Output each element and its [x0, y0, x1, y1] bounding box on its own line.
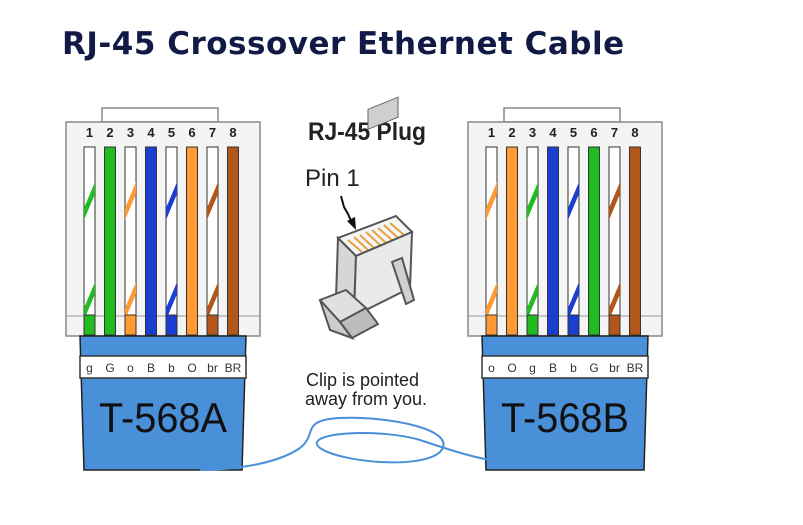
pin-number: 7 — [611, 125, 618, 140]
standard-label: T-568A — [99, 394, 227, 441]
wire-1 — [83, 146, 96, 336]
wire-1 — [485, 146, 498, 336]
wire-code: o — [488, 361, 495, 375]
page-title: RJ-45 Crossover Ethernet Cable — [62, 26, 625, 62]
rj45-plug-illustration: RJ-45 Plug Pin 1 — [305, 96, 427, 409]
wire-code: br — [207, 361, 218, 375]
pin-number: 7 — [209, 125, 216, 140]
wire-3 — [124, 146, 137, 336]
pin-number: 6 — [188, 125, 195, 140]
clip-note-line2: away from you. — [305, 389, 427, 409]
wire-2 — [104, 146, 116, 336]
wire-code: br — [609, 361, 620, 375]
wire-code: B — [549, 361, 557, 375]
wire-5 — [567, 146, 580, 336]
wire-code: b — [168, 361, 175, 375]
wire-2 — [506, 146, 518, 336]
pin-number: 1 — [86, 125, 93, 140]
standard-label: T-568B — [501, 394, 629, 441]
wire-code: B — [147, 361, 155, 375]
wire-8 — [629, 146, 641, 336]
wire-code: b — [570, 361, 577, 375]
wire-6 — [186, 146, 198, 336]
wire-code: G — [589, 361, 598, 375]
color-code-strip — [79, 355, 247, 379]
wire-7 — [206, 146, 219, 336]
wire-4 — [145, 146, 157, 336]
wire-code: g — [529, 361, 536, 375]
wire-7 — [608, 146, 621, 336]
plug-drawing — [318, 96, 416, 341]
plug-heading: RJ-45 Plug — [308, 118, 426, 146]
wire-code: O — [507, 361, 516, 375]
pin-number: 4 — [147, 125, 155, 140]
wire-code: g — [86, 361, 93, 375]
wire-5 — [165, 146, 178, 336]
pin-number: 5 — [168, 125, 175, 140]
wire-code: BR — [225, 361, 242, 375]
pin-number: 3 — [529, 125, 536, 140]
wire-6 — [588, 146, 600, 336]
wire-code: O — [187, 361, 196, 375]
wire-code: BR — [627, 361, 644, 375]
wire-code: o — [127, 361, 134, 375]
latch-tab — [503, 107, 621, 123]
crossover-cable — [199, 416, 506, 471]
pin-number: 8 — [229, 125, 236, 140]
pin-number: 2 — [106, 125, 113, 140]
wire-code: G — [105, 361, 114, 375]
wire-4 — [547, 146, 559, 336]
pin-number: 8 — [631, 125, 638, 140]
latch-tab — [101, 107, 219, 123]
clip-note-line1: Clip is pointed — [306, 370, 419, 390]
pin-number: 5 — [570, 125, 577, 140]
wire-3 — [526, 146, 539, 336]
wire-8 — [227, 146, 239, 336]
pin-1-arrow-icon — [340, 195, 356, 230]
pin-number: 3 — [127, 125, 134, 140]
pin-1-label: Pin 1 — [305, 165, 360, 192]
pin-number: 4 — [549, 125, 557, 140]
pin-number: 2 — [508, 125, 515, 140]
pin-number: 6 — [590, 125, 597, 140]
color-code-strip — [481, 355, 649, 379]
pin-number: 1 — [488, 125, 495, 140]
